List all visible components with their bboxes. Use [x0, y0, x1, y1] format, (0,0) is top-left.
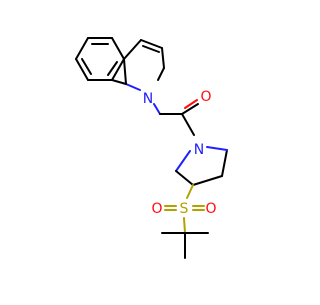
bond — [123, 39, 142, 60]
double-bond-inner — [142, 45, 160, 53]
bond — [111, 79, 127, 85]
sulfur-label: S — [180, 201, 189, 217]
bond — [140, 39, 163, 49]
acetyl-linker — [153, 99, 199, 136]
tert-butylsulfonyl-group — [161, 184, 209, 259]
bond — [111, 58, 125, 81]
double-bond-inner — [107, 61, 118, 76]
bond — [123, 58, 127, 85]
bond — [221, 149, 228, 177]
bond — [181, 103, 199, 115]
bond — [175, 170, 194, 186]
bond — [161, 47, 165, 69]
carbonyl-double-bond — [184, 99, 198, 109]
structure-svg: N O N S O O — [75, 37, 228, 259]
sulfonyl-oxygen-left-label: O — [151, 201, 162, 217]
double-bond-inner — [81, 58, 92, 75]
bond — [206, 146, 228, 151]
bond — [192, 175, 223, 186]
bond — [75, 37, 89, 60]
bond — [183, 217, 186, 234]
carbonyl-oxygen-label: O — [200, 89, 211, 105]
sulfonyl-oxygen-right-label: O — [205, 201, 216, 217]
bond — [186, 184, 194, 199]
molecule-diagram: N O N S O O — [75, 37, 228, 259]
pyrrole-ring — [111, 39, 165, 91]
bond — [157, 67, 165, 81]
bond — [175, 150, 191, 172]
benzene-ring — [75, 37, 125, 81]
bond — [75, 58, 89, 81]
pyrrolidine-nitrogen-label: N — [194, 142, 204, 158]
pyrrolidine-ring — [175, 146, 228, 186]
bond — [181, 113, 195, 136]
indole-nitrogen-label: N — [143, 91, 153, 107]
bond — [111, 37, 125, 60]
bond — [153, 103, 161, 115]
bond — [125, 83, 141, 91]
